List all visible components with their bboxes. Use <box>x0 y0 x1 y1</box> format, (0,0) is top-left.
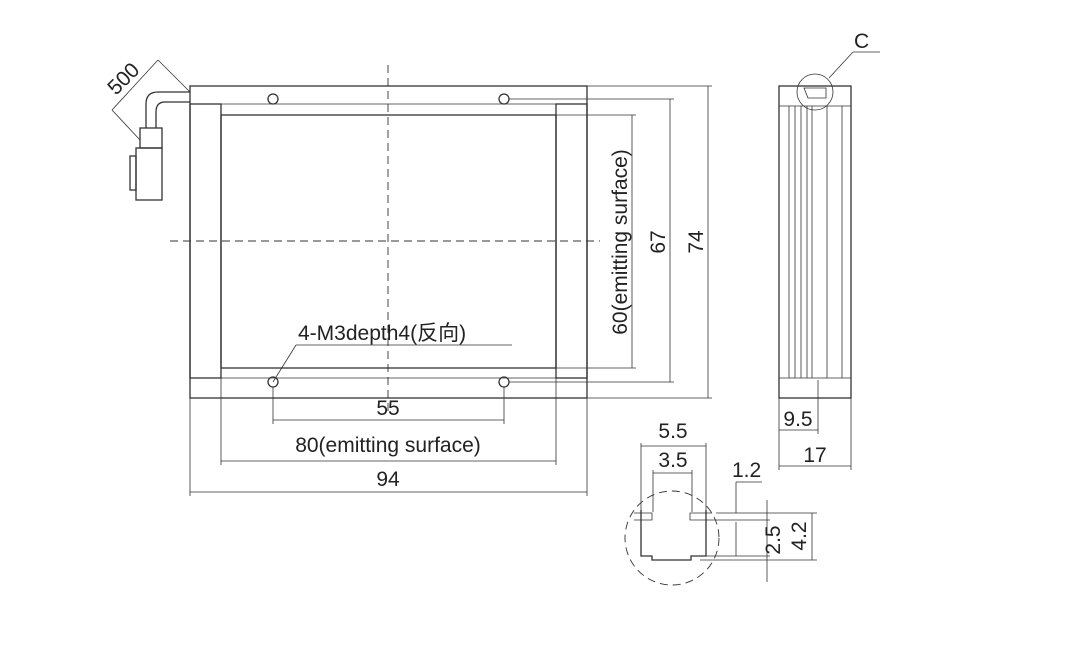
dim-60: 60(emitting surface) <box>609 149 632 335</box>
dim-74: 74 <box>685 230 708 254</box>
right-dimensions: 60(emitting surface) 67 74 <box>509 85 712 399</box>
hole-note-label: 4-M3depth4(反向) <box>298 322 466 345</box>
dim-80: 80(emitting surface) <box>295 434 481 457</box>
dim-3-5: 3.5 <box>658 449 687 472</box>
cable-length-label: 500 <box>103 58 144 99</box>
side-view: C 9.5 17 <box>778 30 880 470</box>
cable-connector: 500 <box>103 58 191 201</box>
dim-94: 94 <box>376 468 400 491</box>
front-view: 500 4-M3depth4(反向) 55 80(emitting surfac… <box>103 58 712 496</box>
dim-17: 17 <box>803 444 826 467</box>
dim-5-5: 5.5 <box>658 420 687 443</box>
dim-55: 55 <box>376 397 399 420</box>
dim-1-2: 1.2 <box>732 459 761 482</box>
dim-67: 67 <box>647 230 670 253</box>
hole-note: 4-M3depth4(反向) <box>272 322 512 383</box>
dim-2-5: 2.5 <box>762 525 785 554</box>
detail-c: 5.5 3.5 1.2 2.5 4.2 <box>624 420 817 586</box>
dim-4-2: 4.2 <box>788 521 811 550</box>
dim-9-5: 9.5 <box>783 408 812 431</box>
detail-c-label: C <box>854 30 869 53</box>
bottom-dimensions: 55 80(emitting surface) 94 <box>189 368 588 496</box>
